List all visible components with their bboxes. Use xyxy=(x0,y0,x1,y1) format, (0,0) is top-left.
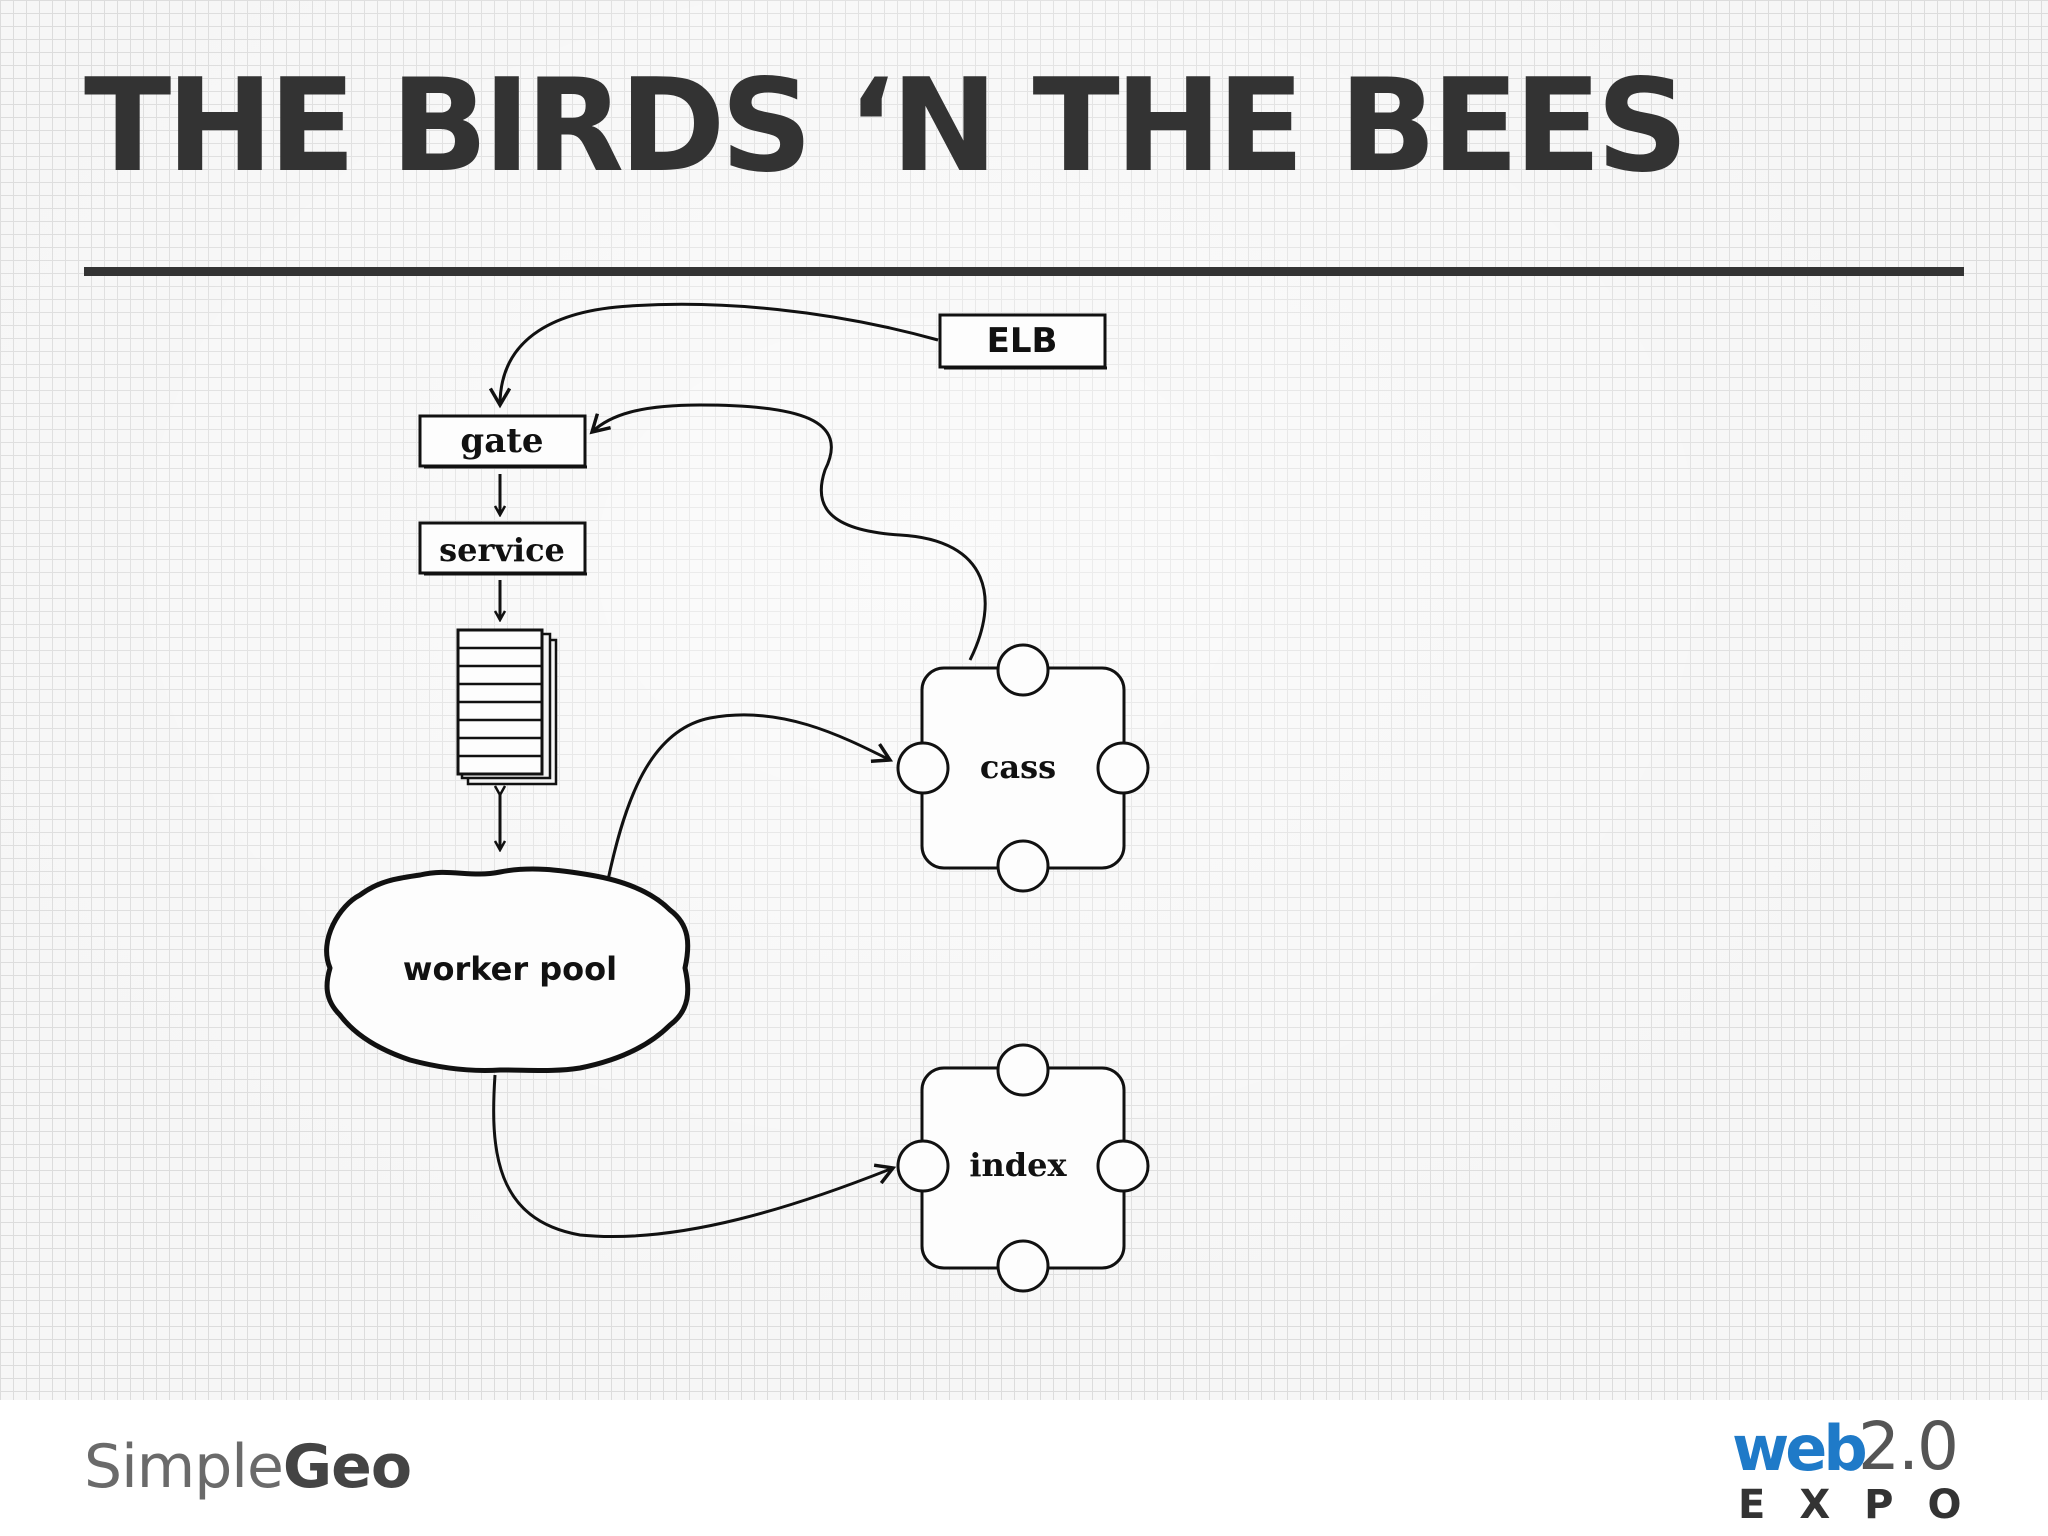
cass-node-right xyxy=(1096,741,1150,795)
index-label: index xyxy=(969,1146,1067,1184)
index-node-top xyxy=(996,1043,1050,1097)
cass-node-top xyxy=(996,643,1050,697)
web20-expo-logo: web 2.0 EXPO xyxy=(1724,1408,1996,1532)
worker-pool-node: worker pool xyxy=(324,866,691,1073)
architecture-diagram: ELB gate service worker pool cass xyxy=(324,302,1150,1293)
simplegeo-logo-geo: Geo xyxy=(282,1432,412,1502)
elb-label: ELB xyxy=(987,321,1058,361)
expo-logo-version: 2.0 xyxy=(1858,1408,1959,1485)
edge-worker-pool-to-index xyxy=(492,1074,893,1239)
expo-logo-web: web xyxy=(1732,1412,1868,1485)
worker-pool-label: worker pool xyxy=(403,950,617,988)
index-node-left xyxy=(896,1139,950,1193)
slide-title: THE BIRDS ‘N THE BEES xyxy=(84,52,1689,201)
slide-footer xyxy=(0,1400,2048,1536)
index-node-right xyxy=(1096,1139,1150,1193)
expo-logo-expo: EXPO xyxy=(1738,1482,1996,1528)
edge-worker-pool-to-cass xyxy=(606,713,890,881)
index-node-bottom xyxy=(996,1239,1050,1293)
cass-node-left xyxy=(896,741,950,795)
edge-cass-to-gate xyxy=(592,403,987,661)
elb-node: ELB xyxy=(938,313,1107,370)
title-rule xyxy=(84,267,1964,276)
service-label: service xyxy=(439,531,565,569)
gate-node: gate xyxy=(418,414,587,469)
simplegeo-logo: SimpleGeo xyxy=(84,1432,412,1502)
simplegeo-logo-simple: Simple xyxy=(84,1432,284,1502)
cass-node: cass xyxy=(896,643,1150,893)
index-node: index xyxy=(896,1043,1150,1293)
cass-label: cass xyxy=(980,748,1056,786)
queue-stack-icon xyxy=(456,628,558,786)
cass-node-bottom xyxy=(996,839,1050,893)
edge-elb-to-gate xyxy=(500,302,939,405)
gate-label: gate xyxy=(460,421,543,461)
service-node: service xyxy=(418,521,587,576)
